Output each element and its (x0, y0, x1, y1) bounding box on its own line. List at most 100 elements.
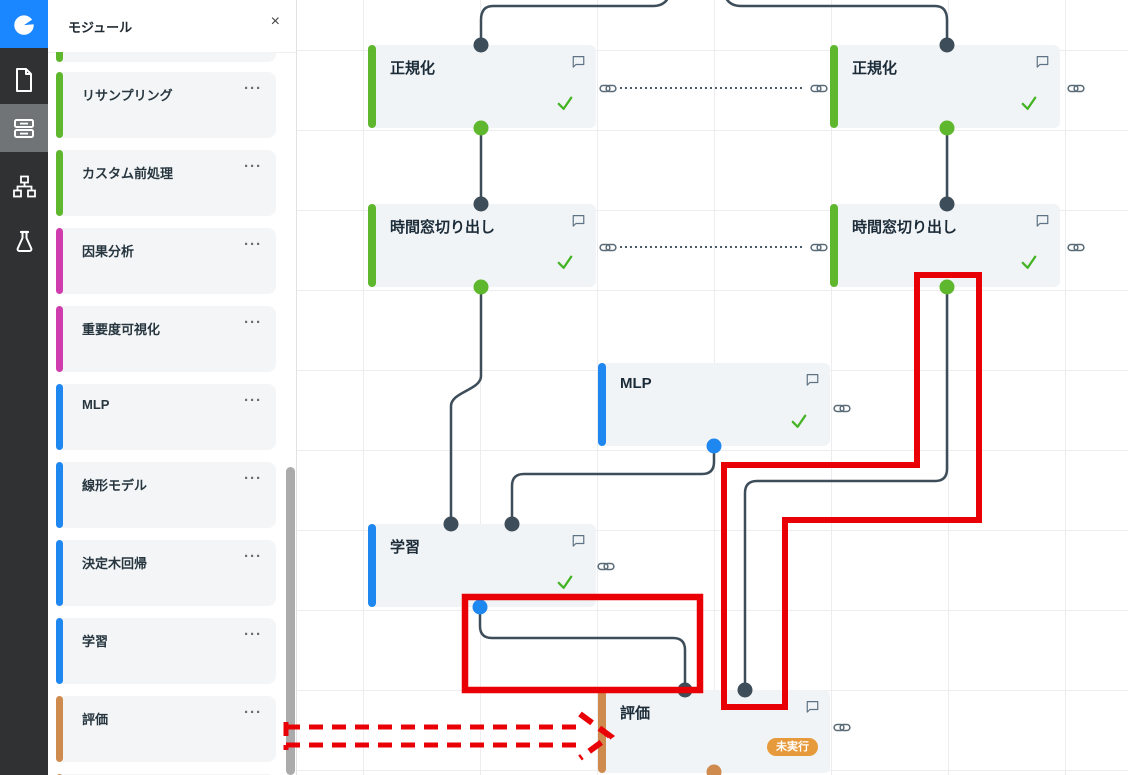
check-icon (556, 574, 574, 595)
wire-window-to-training (449, 287, 483, 524)
pipeline-canvas[interactable]: 正規化 正規化 時間窓切り出し 時間窓切り出し MLP (297, 0, 1128, 775)
icon-rail (0, 0, 48, 775)
module-panel: モジュール × リサンプリング ··· カスタム前処理 ··· 因果分析 ··· (48, 0, 297, 775)
rail-item-modules[interactable] (0, 104, 48, 152)
more-menu-button[interactable]: ··· (244, 314, 262, 331)
module-item-decision-tree[interactable]: 決定木回帰 ··· (56, 540, 276, 606)
check-icon (1020, 254, 1038, 275)
link-icon[interactable] (1067, 241, 1085, 254)
more-menu-button[interactable]: ··· (244, 548, 262, 565)
flask-icon (16, 230, 32, 252)
module-item-linear-model[interactable]: 線形モデル ··· (56, 462, 276, 528)
comment-icon[interactable] (571, 54, 586, 74)
module-item-label: リサンプリング (82, 88, 173, 103)
link-icon[interactable] (833, 721, 851, 734)
node-color-bar (598, 363, 606, 446)
more-menu-button[interactable]: ··· (244, 470, 262, 487)
document-icon (16, 68, 32, 92)
link-icon[interactable] (1067, 82, 1085, 95)
more-menu-button[interactable]: ··· (244, 704, 262, 721)
module-item-label: 決定木回帰 (82, 556, 148, 571)
node-title: 時間窓切り出し (852, 219, 958, 236)
node-title: 正規化 (390, 60, 436, 77)
node-time-window-left[interactable]: 時間窓切り出し (368, 204, 596, 287)
module-list[interactable]: リサンプリング ··· カスタム前処理 ··· 因果分析 ··· 重要度可視化 … (48, 52, 296, 775)
check-icon (790, 413, 808, 434)
comment-icon[interactable] (571, 533, 586, 553)
wire-mlp-to-training (510, 446, 716, 524)
rail-item-pipeline[interactable] (0, 162, 48, 210)
module-item-label: 因果分析 (82, 244, 135, 259)
sidebar-scrollbar[interactable] (286, 467, 295, 775)
comment-icon[interactable] (805, 372, 820, 392)
link-icon[interactable] (599, 241, 617, 254)
module-color-bar (56, 150, 63, 216)
module-item-evaluation[interactable]: 評価 ··· (56, 696, 276, 762)
modules-icon (14, 119, 34, 138)
wire-into-normalize-left (479, 0, 669, 45)
comment-icon[interactable] (805, 699, 820, 719)
node-title: MLP (620, 375, 652, 392)
more-menu-button[interactable]: ··· (244, 392, 262, 409)
module-item-label: 学習 (82, 634, 109, 649)
link-icon[interactable] (810, 82, 828, 95)
status-badge: 未実行 (767, 737, 818, 756)
module-color-bar (56, 72, 63, 138)
node-normalize-right[interactable]: 正規化 (830, 45, 1060, 128)
node-color-bar (368, 524, 376, 607)
node-time-window-right[interactable]: 時間窓切り出し (830, 204, 1060, 287)
link-icon[interactable] (599, 82, 617, 95)
module-item-partial-top[interactable] (56, 52, 276, 62)
rail-item-document[interactable] (0, 56, 48, 104)
node-title: 学習 (390, 539, 421, 556)
wire-training-to-evaluation (478, 607, 687, 690)
module-item-training[interactable]: 学習 ··· (56, 618, 276, 684)
close-icon[interactable]: × (270, 13, 280, 30)
module-color-bar (56, 462, 63, 528)
more-menu-button[interactable]: ··· (244, 626, 262, 643)
node-mlp[interactable]: MLP (598, 363, 830, 446)
module-color-bar (56, 618, 63, 684)
node-title: 評価 (620, 705, 651, 722)
more-menu-button[interactable]: ··· (244, 158, 262, 175)
rail-item-experiment[interactable] (0, 218, 48, 266)
node-normalize-left[interactable]: 正規化 (368, 45, 596, 128)
comment-icon[interactable] (1035, 213, 1050, 233)
module-item-custom-preprocess[interactable]: カスタム前処理 ··· (56, 150, 276, 216)
module-item-label: 線形モデル (82, 478, 148, 493)
app-logo (0, 0, 48, 48)
node-color-bar (598, 690, 606, 773)
module-color-bar (56, 306, 63, 372)
link-icon[interactable] (810, 241, 828, 254)
module-item-label: カスタム前処理 (82, 166, 174, 181)
node-color-bar (368, 45, 376, 128)
wire-window-to-evaluation (743, 287, 949, 690)
module-color-bar (56, 228, 63, 294)
more-menu-button[interactable]: ··· (244, 236, 262, 253)
comment-icon[interactable] (571, 213, 586, 233)
node-color-bar (368, 204, 376, 287)
module-color-bar (56, 384, 63, 450)
module-item-label: MLP (82, 397, 110, 412)
module-item-mlp[interactable]: MLP ··· (56, 384, 276, 450)
module-item-importance-viz[interactable]: 重要度可視化 ··· (56, 306, 276, 372)
module-color-bar (56, 52, 63, 62)
node-title: 時間窓切り出し (390, 219, 496, 236)
check-icon (556, 254, 574, 275)
wire-into-normalize-right (725, 0, 949, 45)
check-icon (1020, 95, 1038, 116)
module-item-label: 重要度可視化 (82, 322, 161, 337)
module-panel-header: モジュール × (48, 0, 296, 53)
node-color-bar (830, 204, 838, 287)
link-icon[interactable] (833, 402, 851, 415)
comment-icon[interactable] (1035, 54, 1050, 74)
module-color-bar (56, 540, 63, 606)
module-item-causal-analysis[interactable]: 因果分析 ··· (56, 228, 276, 294)
sitemap-icon (12, 175, 36, 197)
link-icon[interactable] (597, 560, 615, 573)
node-training[interactable]: 学習 (368, 524, 596, 607)
more-menu-button[interactable]: ··· (244, 80, 262, 97)
node-title: 正規化 (852, 60, 898, 77)
node-evaluation[interactable]: 評価 未実行 (598, 690, 830, 773)
module-item-resampling[interactable]: リサンプリング ··· (56, 72, 276, 138)
